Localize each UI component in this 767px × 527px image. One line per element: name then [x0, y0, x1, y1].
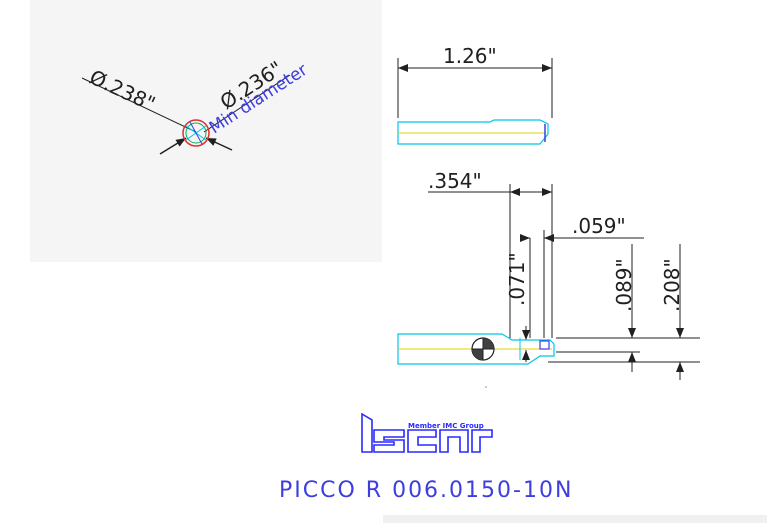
tool-outline-side [397, 333, 555, 365]
dim-reach: .354" [428, 169, 482, 193]
min-circle [182, 119, 210, 147]
section-symbol [471, 337, 495, 361]
logo-tagline: Member IMC Group [408, 422, 484, 430]
dim-width: .059" [572, 214, 626, 238]
dim-depth-208: .208" [660, 258, 684, 312]
side-view: .354" .059" .071" .089" .208" [397, 169, 700, 388]
dim-depth-089: .089" [612, 258, 636, 312]
tool-outline-top [397, 119, 549, 145]
dim-length: 1.26" [443, 44, 497, 68]
top-view: 1.26" [397, 44, 553, 145]
leader-inner [203, 74, 291, 133]
bottom-strip [383, 515, 767, 523]
dim-depth-071: .071" [505, 252, 529, 306]
iscar-logo: Member IMC Group [361, 412, 493, 453]
drawing-title: PICCO R 006.0150-10N [279, 478, 573, 503]
leader-outer [81, 77, 197, 133]
tool-circle [185, 122, 207, 144]
logo-wordmark [361, 412, 493, 453]
